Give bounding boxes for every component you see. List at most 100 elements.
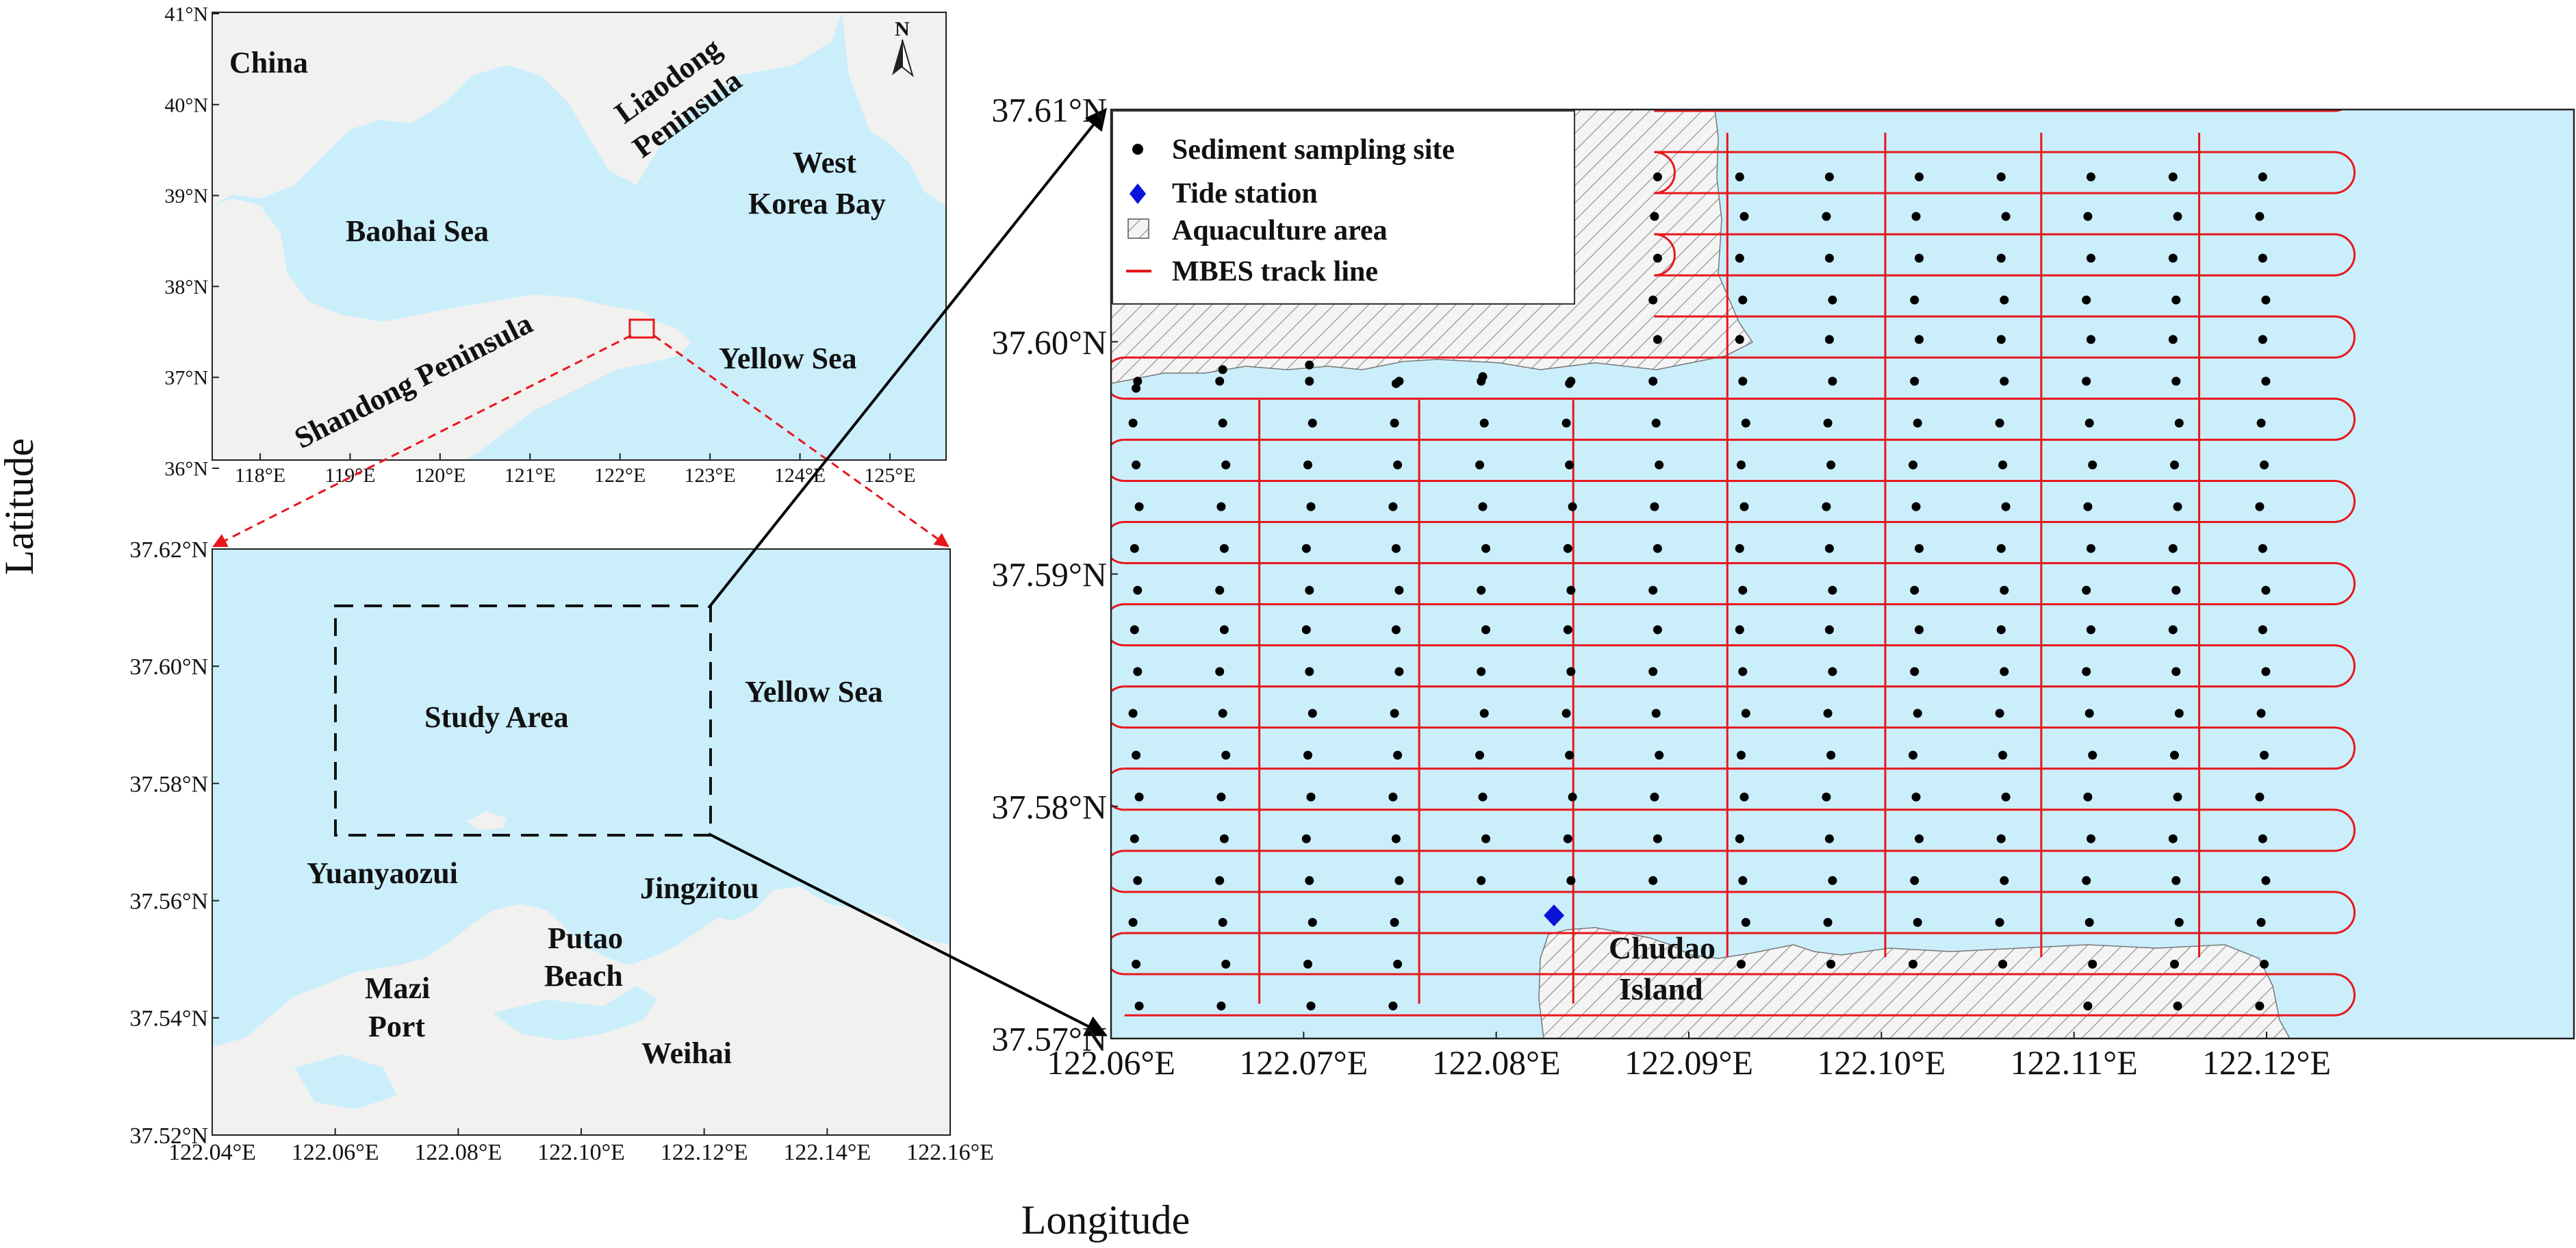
sampling-site: [1828, 876, 1837, 885]
sampling-site: [2258, 172, 2267, 181]
sampling-site: [1998, 750, 2008, 760]
sampling-site: [2082, 876, 2091, 885]
sampling-site: [2261, 667, 2271, 676]
sampling-site: [1824, 834, 1834, 843]
sampling-site: [2084, 709, 2094, 718]
sampling-site: [1910, 377, 1920, 386]
sampling-site: [1911, 792, 1921, 802]
label-baohai: Baohai Sea: [346, 214, 489, 248]
track-turn: [2334, 397, 2356, 441]
lon-tick-label: 125°E: [864, 464, 915, 487]
sampling-site: [2083, 502, 2093, 511]
label-yuanyaozui: Yuanyaozui: [307, 856, 458, 890]
track-turn: [2334, 110, 2344, 112]
sampling-site: [1306, 792, 1316, 802]
track-turn: [1111, 438, 1125, 482]
lon-tick-label: 123°E: [684, 464, 735, 487]
label-china: China: [229, 46, 308, 79]
sampling-site: [2083, 212, 2093, 221]
sampling-site: [1653, 544, 1662, 553]
sampling-site: [1219, 834, 1229, 843]
sampling-site: [1215, 667, 1225, 676]
lat-tick-label: 37.58°N: [991, 787, 1107, 826]
sampling-site: [1390, 709, 1399, 718]
sampling-site: [2082, 585, 2091, 595]
sampling-site: [1219, 544, 1229, 553]
legend-aqua-label: Aquaculture area: [1172, 215, 1388, 246]
y-axis-title: Latitude: [0, 438, 42, 575]
sampling-site: [1739, 502, 1749, 511]
sampling-site: [2000, 295, 2009, 305]
sampling-site: [2084, 917, 2094, 927]
sampling-site: [1218, 418, 1227, 428]
sampling-site: [1910, 667, 1920, 676]
korea-land: [842, 12, 946, 205]
sampling-site: [2255, 1002, 2265, 1010]
sampling-site: [1648, 585, 1658, 595]
sampling-site: [1308, 917, 1317, 927]
sampling-site: [1998, 460, 2008, 470]
local-map-panel: 37.62°N37.60°N37.58°N37.56°N37.54°N37.52…: [129, 537, 994, 1165]
sampling-site: [2000, 667, 2009, 676]
sampling-site: [1909, 959, 1917, 969]
sampling-site: [2000, 377, 2009, 386]
sampling-site: [1828, 377, 1837, 386]
sampling-site: [2168, 834, 2178, 843]
lat-tick-label: 41°N: [164, 3, 208, 26]
sampling-site: [1913, 917, 1922, 927]
sampling-site: [1301, 834, 1311, 843]
sampling-site: [1738, 585, 1748, 595]
study-area-box: [334, 604, 712, 837]
lat-tick-label: 37.56°N: [129, 889, 208, 915]
sampling-site: [1735, 625, 1744, 635]
track-turn: [2334, 808, 2356, 852]
sampling-site: [2086, 834, 2095, 843]
sampling-site: [2261, 295, 2271, 305]
lat-tick-label: 37.57°N: [991, 1020, 1107, 1058]
track-turn: [2334, 479, 2356, 524]
sampling-site: [1308, 418, 1317, 428]
sampling-site: [1915, 834, 1924, 843]
sampling-site: [1911, 212, 1921, 221]
lat-tick-label: 37.52°N: [129, 1123, 208, 1149]
sampling-site: [1305, 667, 1314, 676]
sampling-site: [1215, 377, 1225, 386]
sampling-site: [1393, 959, 1403, 969]
lat-tick-label: 37.59°N: [991, 555, 1107, 594]
sampling-site: [2256, 709, 2266, 718]
sampling-site: [1735, 834, 1744, 843]
sampling-site: [1566, 876, 1576, 885]
sampling-site: [1828, 667, 1837, 676]
sampling-site: [1133, 585, 1143, 595]
sampling-site: [1479, 709, 1489, 718]
sampling-site: [1735, 172, 1744, 181]
label-weihai: Weihai: [641, 1036, 732, 1070]
track-turn: [1654, 110, 1664, 112]
sampling-site: [1132, 750, 1141, 760]
sampling-site: [2171, 295, 2181, 305]
sampling-site: [1822, 212, 1831, 221]
sampling-site: [2260, 460, 2269, 470]
sampling-site: [2000, 876, 2009, 885]
sampling-site: [1738, 377, 1748, 386]
sampling-site: [2170, 460, 2179, 470]
sampling-site: [2088, 750, 2097, 760]
sampling-site: [1996, 834, 2006, 843]
sampling-site: [2256, 418, 2266, 428]
lat-tick-label: 40°N: [164, 94, 208, 116]
sampling-site: [1391, 625, 1401, 635]
lon-tick-label: 122.06°E: [1047, 1043, 1175, 1082]
lon-tick-label: 120°E: [414, 464, 466, 487]
sampling-site: [1393, 750, 1403, 760]
track-turn: [1111, 521, 1125, 565]
sampling-site: [1132, 383, 1141, 393]
track-turn: [1111, 932, 1125, 976]
sampling-site: [1308, 709, 1317, 718]
label-port: Port: [368, 1010, 425, 1043]
sampling-site: [1822, 792, 1831, 802]
lat-tick-label: 36°N: [164, 458, 208, 481]
sampling-site: [1738, 667, 1748, 676]
sampling-site: [1130, 834, 1139, 843]
sampling-site: [1737, 460, 1746, 470]
sampling-site: [1735, 544, 1744, 553]
